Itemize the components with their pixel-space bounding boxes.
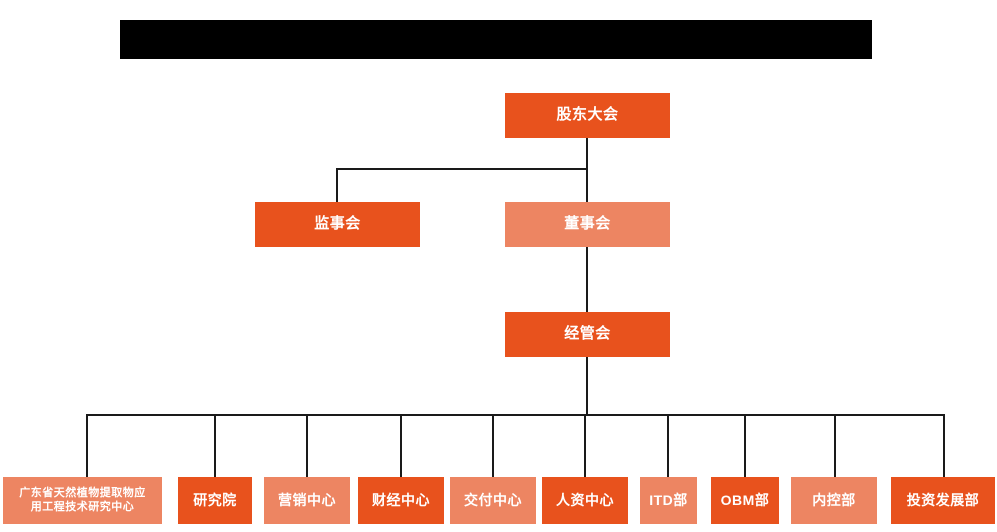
connector-to-delivery-center [492,414,494,477]
node-itd-department[interactable]: ITD部 [640,477,697,524]
node-label: 董事会 [564,215,611,233]
node-label: 监事会 [314,215,361,233]
connector-to-hr-center [584,414,586,477]
node-research-center[interactable]: 广东省天然植物提取物应 用工程技术研究中心 [3,477,162,524]
node-label-line-1: 广东省天然植物提取物应 [19,486,146,499]
node-label: OBM部 [720,491,770,508]
node-investment-development-department[interactable]: 投资发展部 [891,477,995,524]
connector-to-finance-center [400,414,402,477]
connector-level2-bus [336,168,588,170]
node-label: 投资发展部 [906,491,980,508]
connector-management-stem [586,357,588,416]
node-research-institute[interactable]: 研究院 [178,477,252,524]
node-hr-center[interactable]: 人资中心 [542,477,628,524]
node-delivery-center[interactable]: 交付中心 [450,477,536,524]
connector-to-board-of-supervisors [336,168,338,202]
node-label: 股东大会 [556,106,619,124]
node-board-of-directors[interactable]: 董事会 [505,202,670,247]
connector-to-research-center [86,414,88,477]
node-marketing-center[interactable]: 营销中心 [264,477,350,524]
connector-shareholders-stem [586,138,588,168]
node-finance-center[interactable]: 财经中心 [358,477,444,524]
node-board-of-supervisors[interactable]: 监事会 [255,202,420,247]
connector-to-investment-development-department [943,414,945,477]
node-label: 交付中心 [464,491,522,508]
connector-to-obm-department [744,414,746,477]
node-label: ITD部 [649,491,688,508]
connector-to-internal-control-department [834,414,836,477]
connector-to-board-of-directors [586,168,588,202]
node-label: 财经中心 [372,491,430,508]
connector-directors-to-management [586,247,588,312]
node-label: 营销中心 [278,491,336,508]
node-management-committee[interactable]: 经管会 [505,312,670,357]
node-obm-department[interactable]: OBM部 [711,477,779,524]
connector-to-marketing-center [306,414,308,477]
node-label-line-2: 用工程技术研究中心 [30,500,135,513]
node-label: 内控部 [812,491,856,508]
connector-departments-bus [86,414,945,416]
node-label: 经管会 [564,325,611,343]
connector-to-research-institute [214,414,216,477]
node-label: 人资中心 [556,491,614,508]
node-internal-control-department[interactable]: 内控部 [791,477,877,524]
node-shareholders-meeting[interactable]: 股东大会 [505,93,670,138]
connector-to-itd-department [667,414,669,477]
node-label: 研究院 [193,491,237,508]
redacted-title-bar [120,20,872,59]
